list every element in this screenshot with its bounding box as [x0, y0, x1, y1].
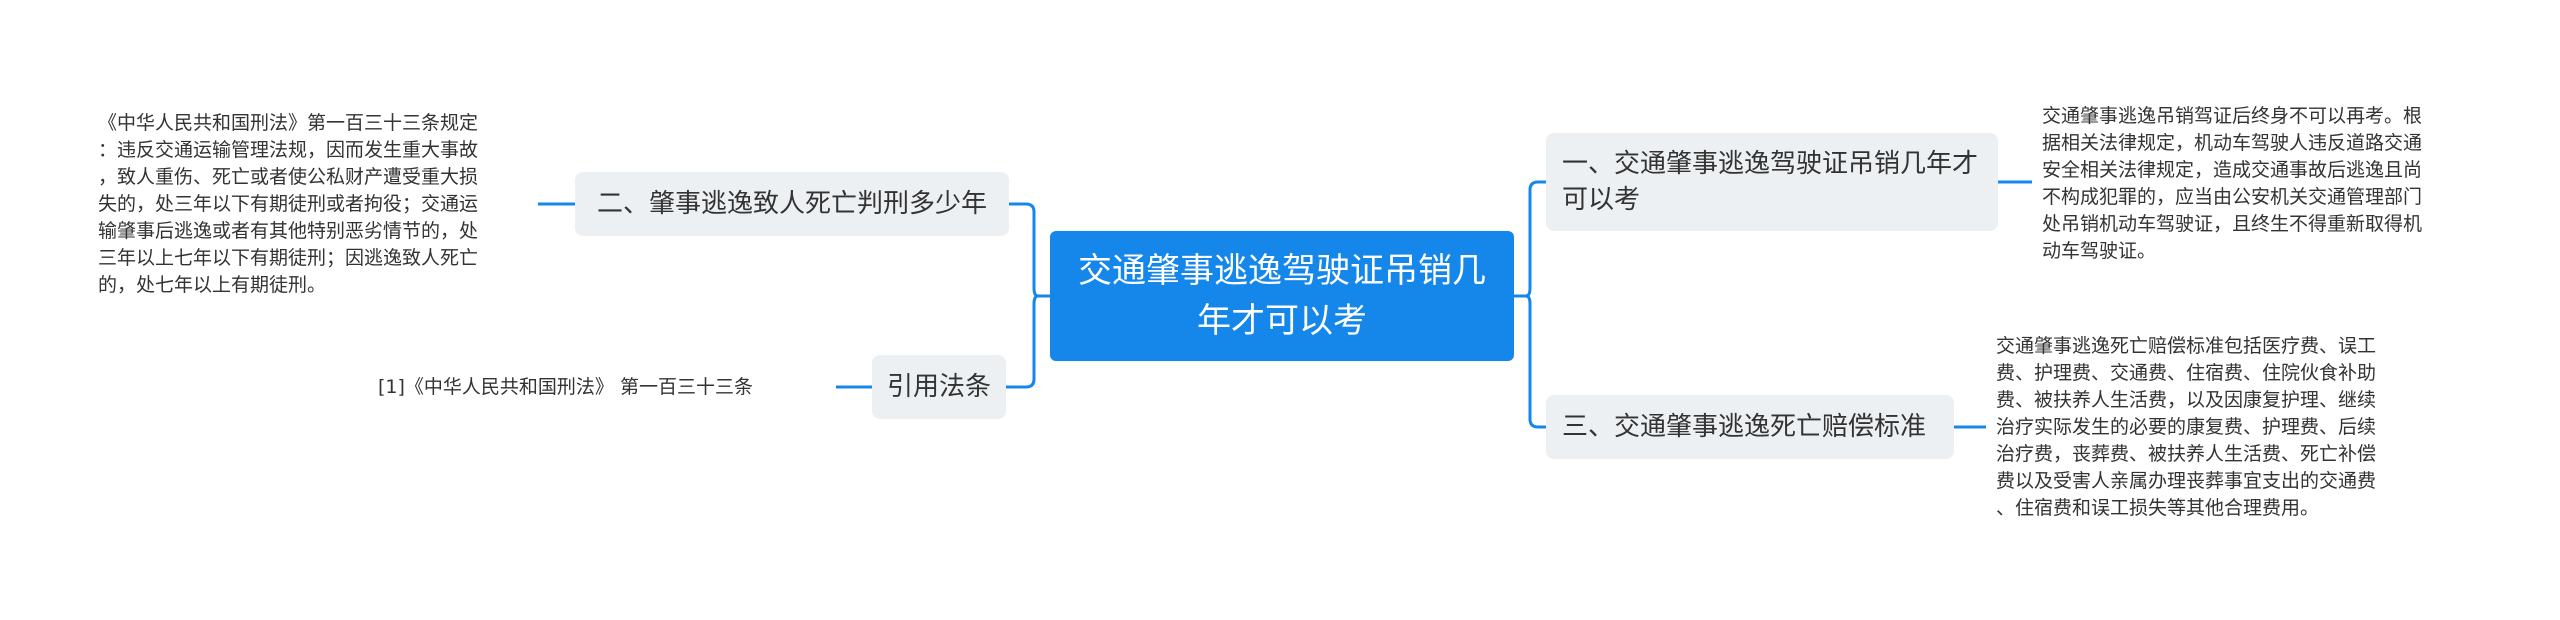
branch-topic-2[interactable]: 二、肇事逃逸致人死亡判刑多少年	[575, 172, 1009, 236]
branch-topic-3-label: 三、交通肇事逃逸死亡赔偿标准	[1562, 412, 1927, 442]
reference-citation: [1]《中华人民共和国刑法》 第一百三十三条	[378, 376, 753, 398]
branch-topic-3[interactable]: 三、交通肇事逃逸死亡赔偿标准	[1546, 395, 1954, 459]
branch-topic-1-detail: 交通肇事逃逸吊销驾证后终身不可以再考。根 据相关法律规定，机动车驾驶人违反道路交…	[2042, 105, 2423, 262]
link-root-branch-2	[1009, 202, 1050, 298]
branch-topic-1[interactable]: 一、交通肇事逃逸驾驶证吊销几年才可以考	[1546, 133, 1998, 231]
branch-topic-3-detail: 交通肇事逃逸死亡赔偿标准包括医疗费、误工 费、护理费、交通费、住宿费、住院伙食补…	[1996, 335, 2377, 519]
branch-topic-1-label: 一、交通肇事逃逸驾驶证吊销几年才可以考	[1562, 149, 1979, 215]
branch-topic-references-label: 引用法条	[886, 372, 991, 402]
root-topic[interactable]: 交通肇事逃逸驾驶证吊销几年才可以考	[1050, 231, 1514, 361]
root-topic-label: 交通肇事逃逸驾驶证吊销几年才可以考	[1078, 251, 1486, 341]
link-root-branch-4	[1006, 294, 1050, 389]
branch-topic-references[interactable]: 引用法条	[872, 355, 1006, 419]
branch-topic-2-detail: 《中华人民共和国刑法》第一百三十三条规定 ：违反交通运输管理法规，因而发生重大事…	[98, 112, 479, 296]
link-root-branch-1	[1514, 180, 1546, 298]
link-root-branch-3	[1514, 294, 1546, 429]
branch-topic-2-label: 二、肇事逃逸致人死亡判刑多少年	[596, 189, 987, 219]
